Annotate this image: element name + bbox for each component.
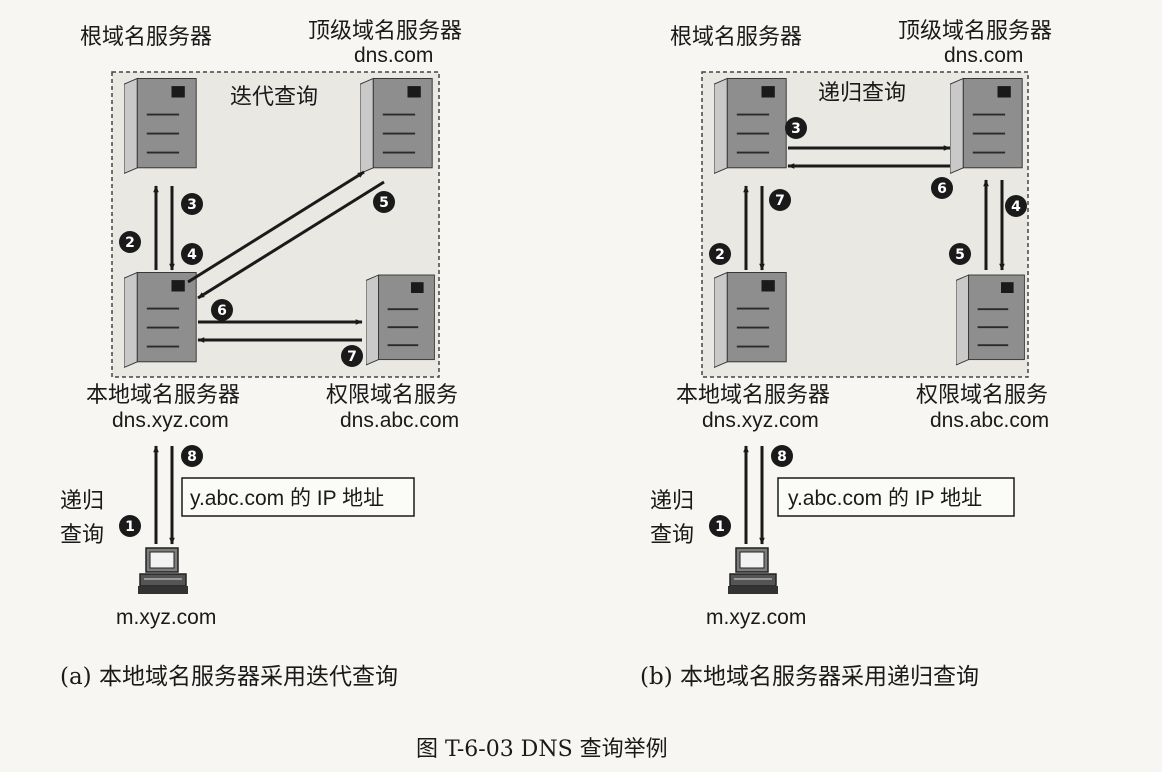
step-badge-5: 5: [949, 243, 971, 265]
local-host-label: dns.xyz.com: [702, 409, 819, 432]
step-badge-6: 6: [211, 299, 233, 321]
answer-box-text: y.abc.com 的 IP 地址: [788, 487, 982, 510]
auth-host-label: dns.abc.com: [930, 409, 1049, 432]
svg-text:4: 4: [1011, 199, 1021, 215]
answer-box: [777, 477, 1015, 517]
auth-server-label: 权限域名服务: [916, 383, 1048, 408]
client-query-label-1: 递归: [60, 489, 104, 514]
auth-server-icon: [956, 274, 1026, 366]
step-badge-2: 2: [119, 231, 141, 253]
step-badge-8: 8: [771, 445, 793, 467]
root-server-label: 根域名服务器: [670, 25, 802, 50]
tld-server-label: 顶级域名服务器: [308, 19, 462, 44]
root-server-label: 根域名服务器: [80, 25, 212, 50]
local-server-icon: [714, 271, 788, 369]
client-pc-icon: [138, 547, 188, 595]
svg-text:1: 1: [715, 519, 725, 535]
client-pc-icon: [728, 547, 778, 595]
root-server-icon: [714, 77, 788, 175]
step-badge-7: 7: [769, 189, 791, 211]
svg-text:6: 6: [217, 303, 227, 319]
region-label: 递归查询: [818, 81, 906, 106]
svg-text:8: 8: [777, 449, 787, 465]
tld-server-label: 顶级域名服务器: [898, 19, 1052, 44]
client-query-label-2: 查询: [60, 523, 104, 548]
step-badge-1: 1: [119, 515, 141, 537]
local-server-label: 本地域名服务器: [676, 383, 830, 408]
local-server-label: 本地域名服务器: [86, 383, 240, 408]
svg-text:2: 2: [715, 247, 725, 263]
client-host-label: m.xyz.com: [116, 606, 216, 629]
step-badge-2: 2: [709, 243, 731, 265]
auth-server-label: 权限域名服务: [326, 383, 458, 408]
tld-server-icon: [360, 77, 434, 175]
answer-box-text: y.abc.com 的 IP 地址: [190, 487, 384, 510]
figure-caption: 图 T-6-03 DNS 查询举例: [416, 737, 668, 762]
step-badge-5: 5: [373, 191, 395, 213]
local-host-label: dns.xyz.com: [112, 409, 229, 432]
svg-text:7: 7: [775, 193, 785, 209]
local-server-icon: [124, 271, 198, 369]
panel-b: 递归查询 根域名服务器 顶级域名服务器 dns.com 2 7 3 6 4 5 …: [640, 19, 1052, 690]
tld-host-label: dns.com: [354, 44, 433, 67]
client-host-label: m.xyz.com: [706, 606, 806, 629]
step-badge-6: 6: [931, 177, 953, 199]
step-badge-1: 1: [709, 515, 731, 537]
svg-text:3: 3: [187, 197, 197, 213]
svg-text:5: 5: [379, 195, 389, 211]
tld-host-label: dns.com: [944, 44, 1023, 67]
step-badge-7: 7: [341, 345, 363, 367]
svg-text:3: 3: [791, 121, 801, 137]
svg-text:5: 5: [955, 247, 965, 263]
svg-text:4: 4: [187, 247, 197, 263]
client-query-label-1: 递归: [650, 489, 694, 514]
svg-text:7: 7: [347, 349, 357, 365]
svg-text:8: 8: [187, 449, 197, 465]
step-badge-4: 4: [181, 243, 203, 265]
auth-host-label: dns.abc.com: [340, 409, 459, 432]
region-label: 迭代查询: [230, 85, 318, 110]
svg-text:1: 1: [125, 519, 135, 535]
client-query-label-2: 查询: [650, 523, 694, 548]
answer-box: [181, 477, 415, 517]
auth-server-icon: [366, 274, 436, 366]
svg-text:2: 2: [125, 235, 135, 251]
svg-text:6: 6: [937, 181, 947, 197]
caption-a: (a) 本地域名服务器采用迭代查询: [60, 664, 398, 690]
step-badge-3: 3: [181, 193, 203, 215]
step-badge-3: 3: [785, 117, 807, 139]
root-server-icon: [124, 77, 198, 175]
arrow-step-5: [197, 180, 385, 300]
step-badge-8: 8: [181, 445, 203, 467]
arrow-step-4: [187, 170, 365, 284]
panel-a: 迭代查询 根域名服务器 顶级域名服务器 dns.com 2 3 4 5 6 7 …: [60, 19, 462, 690]
step-badge-4: 4: [1005, 195, 1027, 217]
caption-b: (b) 本地域名服务器采用递归查询: [640, 664, 979, 690]
tld-server-icon: [950, 77, 1024, 175]
